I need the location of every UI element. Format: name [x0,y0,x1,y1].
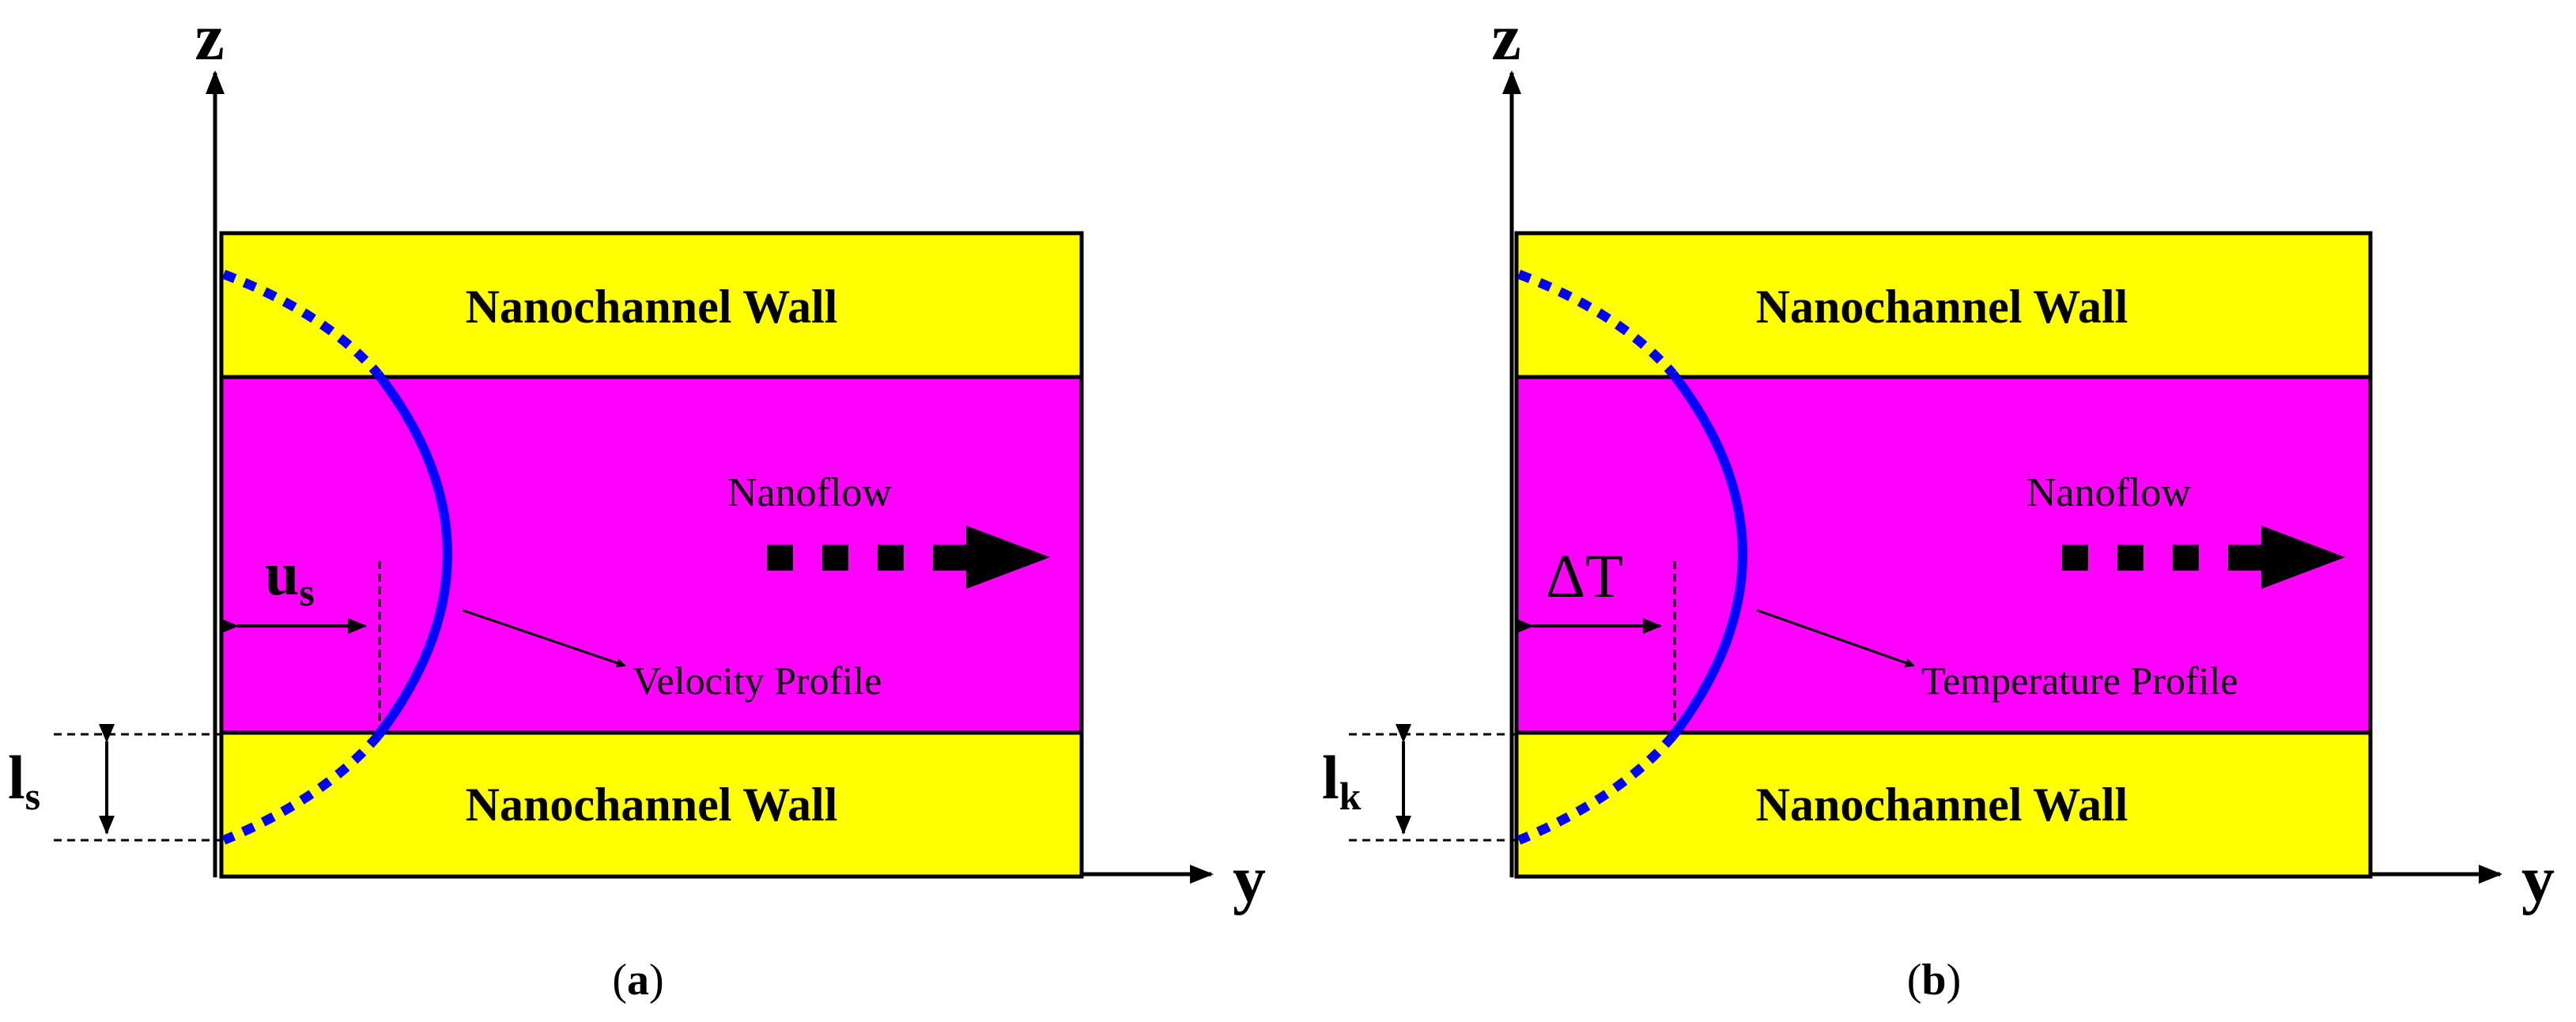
caption-b: (b) [1907,956,1961,1005]
top-wall-label: Nanochannel Wall [1756,281,2128,333]
jump-length-symbol: lk [1322,743,1362,818]
profile-dotted-top [1517,270,1677,377]
panel-a: Nanochannel Wall Nanochannel Wall us Vel… [8,1,1266,1005]
bottom-wall-label: Nanochannel Wall [466,779,838,831]
top-wall-label: Nanochannel Wall [466,281,838,333]
profile-dotted-top [221,270,382,377]
top-wall [219,231,1084,379]
bottom-wall-label: Nanochannel Wall [1756,779,2128,831]
caption-a: (a) [612,956,663,1005]
z-axis-label: z [1491,1,1520,74]
profile-label: Velocity Profile [633,658,882,703]
y-axis-label: y [1233,843,1266,916]
flow-arrow [767,526,1050,589]
profile-dotted-bottom [221,733,382,845]
temperature-jump-symbol: ΔT [1546,541,1623,610]
profile-label: Temperature Profile [1921,658,2238,703]
slip-velocity-symbol: us [265,539,315,614]
y-axis-label: y [2521,843,2555,916]
profile-dotted-bottom [1517,733,1677,845]
profile-curve [1669,371,1747,739]
flow-arrow [2062,526,2345,589]
flow-label: Nanoflow [727,470,892,515]
profile-pointer [1756,609,1915,668]
slip-length-symbol: ls [8,743,40,818]
profile-curve [374,371,452,739]
panel-b: Nanochannel Wall Nanochannel Wall ΔT Tem… [1322,1,2555,1005]
flow-label: Nanoflow [2026,470,2191,515]
z-axis-label: z [195,1,224,74]
profile-pointer [462,609,626,668]
